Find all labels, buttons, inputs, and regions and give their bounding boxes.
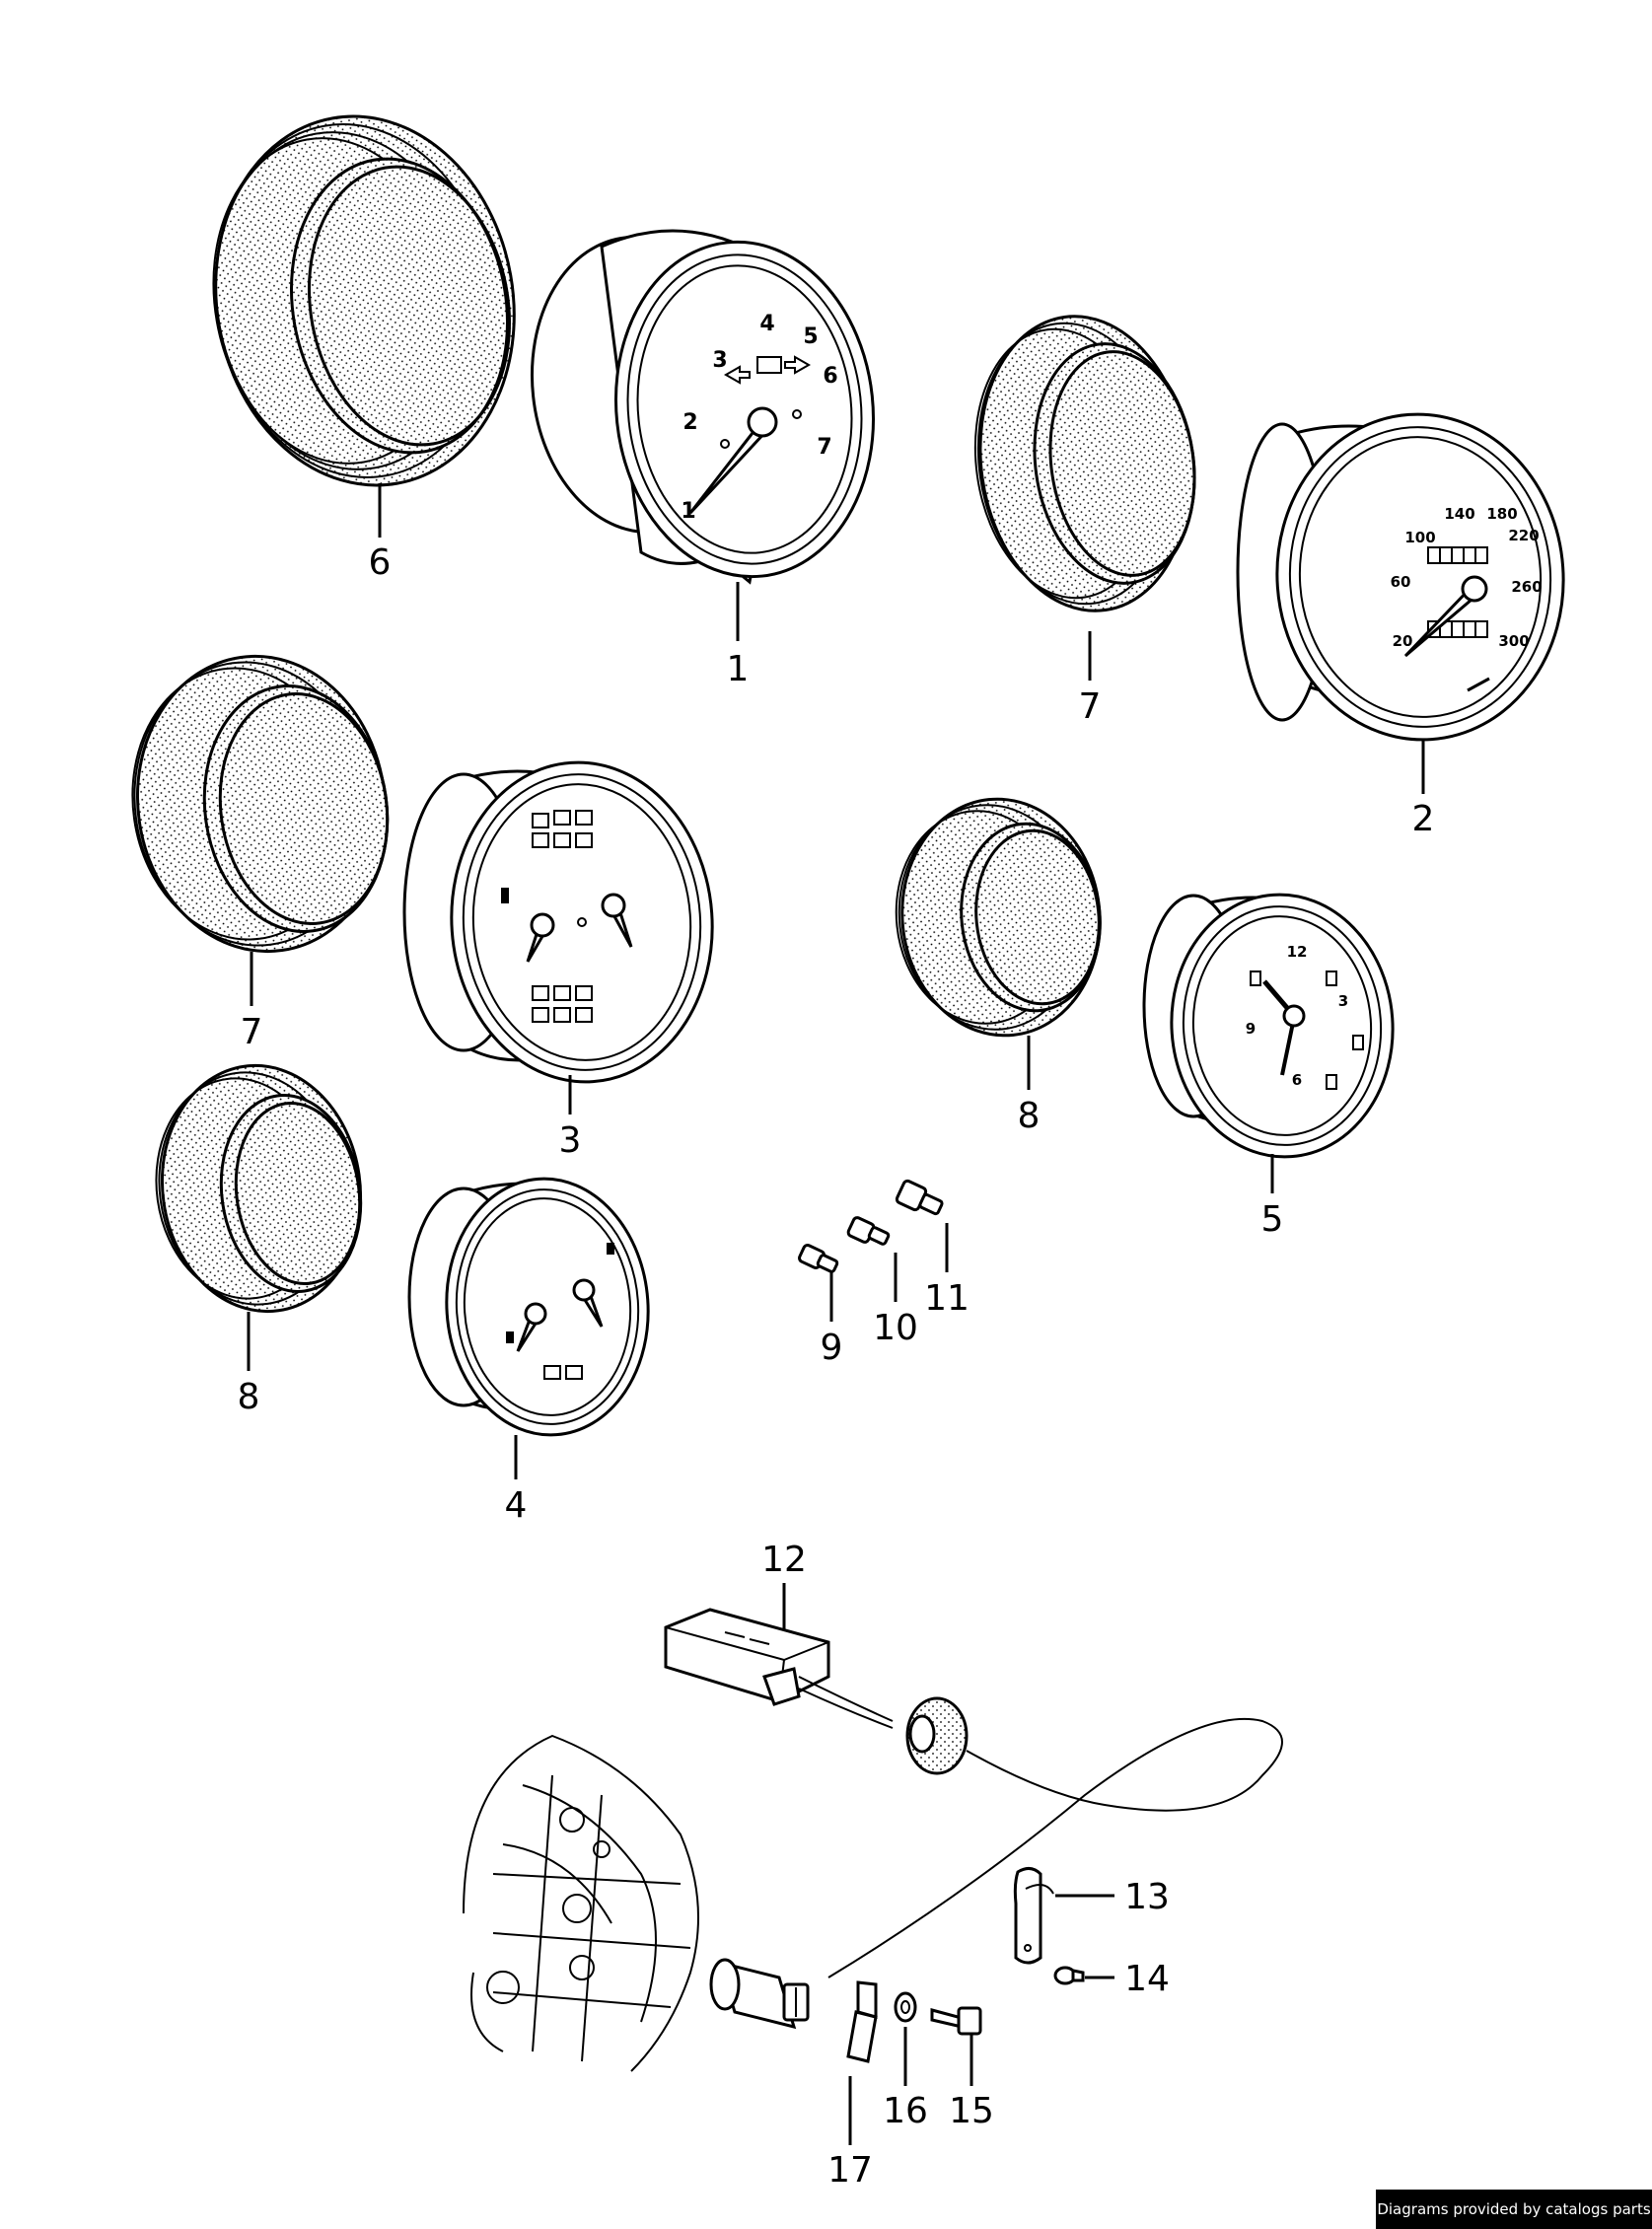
washer-part-16 (894, 1991, 917, 2023)
callout-9: 9 (821, 1328, 843, 1368)
speed-220: 220 (1508, 527, 1539, 544)
callout-5: 5 (1261, 1199, 1284, 1240)
speed-60: 60 (1391, 573, 1411, 591)
callout-7-lower: 7 (241, 1012, 263, 1052)
callout-2: 2 (1412, 799, 1435, 839)
callout-6: 6 (369, 542, 392, 583)
speed-20: 20 (1393, 632, 1413, 650)
clock-12: 12 (1287, 943, 1308, 961)
screw-part-14 (1053, 1966, 1085, 1985)
speed-100: 100 (1404, 529, 1435, 546)
callout-4: 4 (505, 1485, 528, 1526)
ring-part-7-upper (973, 315, 1196, 612)
tach-5: 5 (803, 324, 818, 349)
ring-part-8-upper (895, 797, 1102, 1038)
bulb-socket-part-9 (798, 1244, 839, 1273)
callout-11: 11 (924, 1278, 970, 1319)
speed-sensor-part-17 (709, 1958, 878, 2063)
bulb-socket-part-11 (895, 1179, 944, 1216)
speed-260: 260 (1511, 578, 1542, 596)
ring-part-7-lower (131, 654, 390, 954)
transmission-housing (463, 1734, 699, 2072)
bulb-socket-part-10 (846, 1216, 891, 1246)
callout-17: 17 (827, 2150, 873, 2191)
dual-gauge-part-4 (407, 1177, 650, 1437)
tach-1: 1 (681, 499, 695, 524)
tach-6: 6 (823, 364, 837, 389)
callout-7-upper: 7 (1079, 686, 1102, 727)
callout-8-lower: 8 (238, 1377, 260, 1417)
callout-3: 3 (559, 1120, 582, 1161)
combination-gauge-part-3 (402, 760, 714, 1084)
callout-12: 12 (761, 1540, 807, 1580)
tachometer-part-1: 1 2 3 4 5 6 7 (530, 229, 876, 585)
speed-180: 180 (1486, 505, 1517, 523)
clock-9: 9 (1246, 1020, 1256, 1038)
callout-13: 13 (1124, 1877, 1170, 1917)
bolt-part-15 (930, 2006, 982, 2036)
callout-10: 10 (873, 1308, 918, 1348)
tach-4: 4 (759, 312, 774, 336)
ring-part-8-lower (155, 1063, 363, 1314)
callout-15: 15 (949, 2091, 994, 2131)
callout-1: 1 (727, 649, 750, 689)
clip-part-13 (1013, 1867, 1054, 1965)
clock-part-5: 12 3 6 9 (1142, 893, 1395, 1159)
ring-part-6 (212, 114, 516, 487)
speedometer-part-2: 20 60 100 140 180 220 260 300 (1236, 412, 1565, 742)
clock-6: 6 (1292, 1071, 1302, 1089)
speed-140: 140 (1444, 505, 1474, 523)
tach-3: 3 (712, 348, 727, 373)
speed-300: 300 (1498, 632, 1529, 650)
clock-3: 3 (1338, 992, 1348, 1010)
connector-part-12 (664, 1608, 1283, 1978)
callout-14: 14 (1124, 1959, 1170, 1999)
callout-8-upper: 8 (1018, 1096, 1041, 1136)
tach-2: 2 (682, 410, 697, 435)
tach-7: 7 (817, 435, 831, 460)
credit-banner: Diagrams provided by catalogs parts (1376, 2190, 1652, 2229)
callout-16: 16 (883, 2091, 928, 2131)
